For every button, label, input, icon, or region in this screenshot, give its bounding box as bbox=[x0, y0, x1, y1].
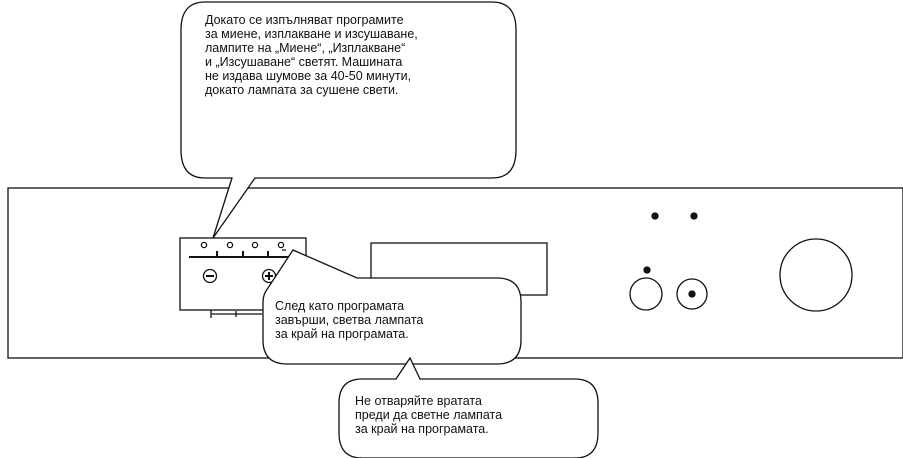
start-button[interactable] bbox=[676, 278, 708, 310]
middle-callout-text: След като програмата завърши, светва лам… bbox=[275, 299, 424, 341]
status-dot-right bbox=[690, 212, 698, 220]
status-dot-left bbox=[651, 212, 659, 220]
program-knob-icon[interactable] bbox=[779, 238, 853, 312]
program-bar bbox=[189, 251, 292, 258]
minus-button-icon[interactable] bbox=[202, 268, 218, 284]
top-callout-text: Докато се изпълняват програмите за миене… bbox=[205, 13, 418, 97]
middle-callout-bubble bbox=[262, 249, 522, 365]
bottom-callout-text: Не отваряйте вратата преди да светне лам… bbox=[355, 394, 503, 436]
power-indicator bbox=[643, 266, 651, 274]
power-button[interactable] bbox=[629, 277, 663, 311]
wash-lamp-icon bbox=[200, 241, 208, 249]
dry-lamp-icon bbox=[251, 241, 259, 249]
top-callout-bubble bbox=[180, 1, 517, 239]
rinse-lamp-icon bbox=[226, 241, 234, 249]
linkage bbox=[210, 310, 262, 318]
end-lamp-icon bbox=[277, 241, 285, 249]
